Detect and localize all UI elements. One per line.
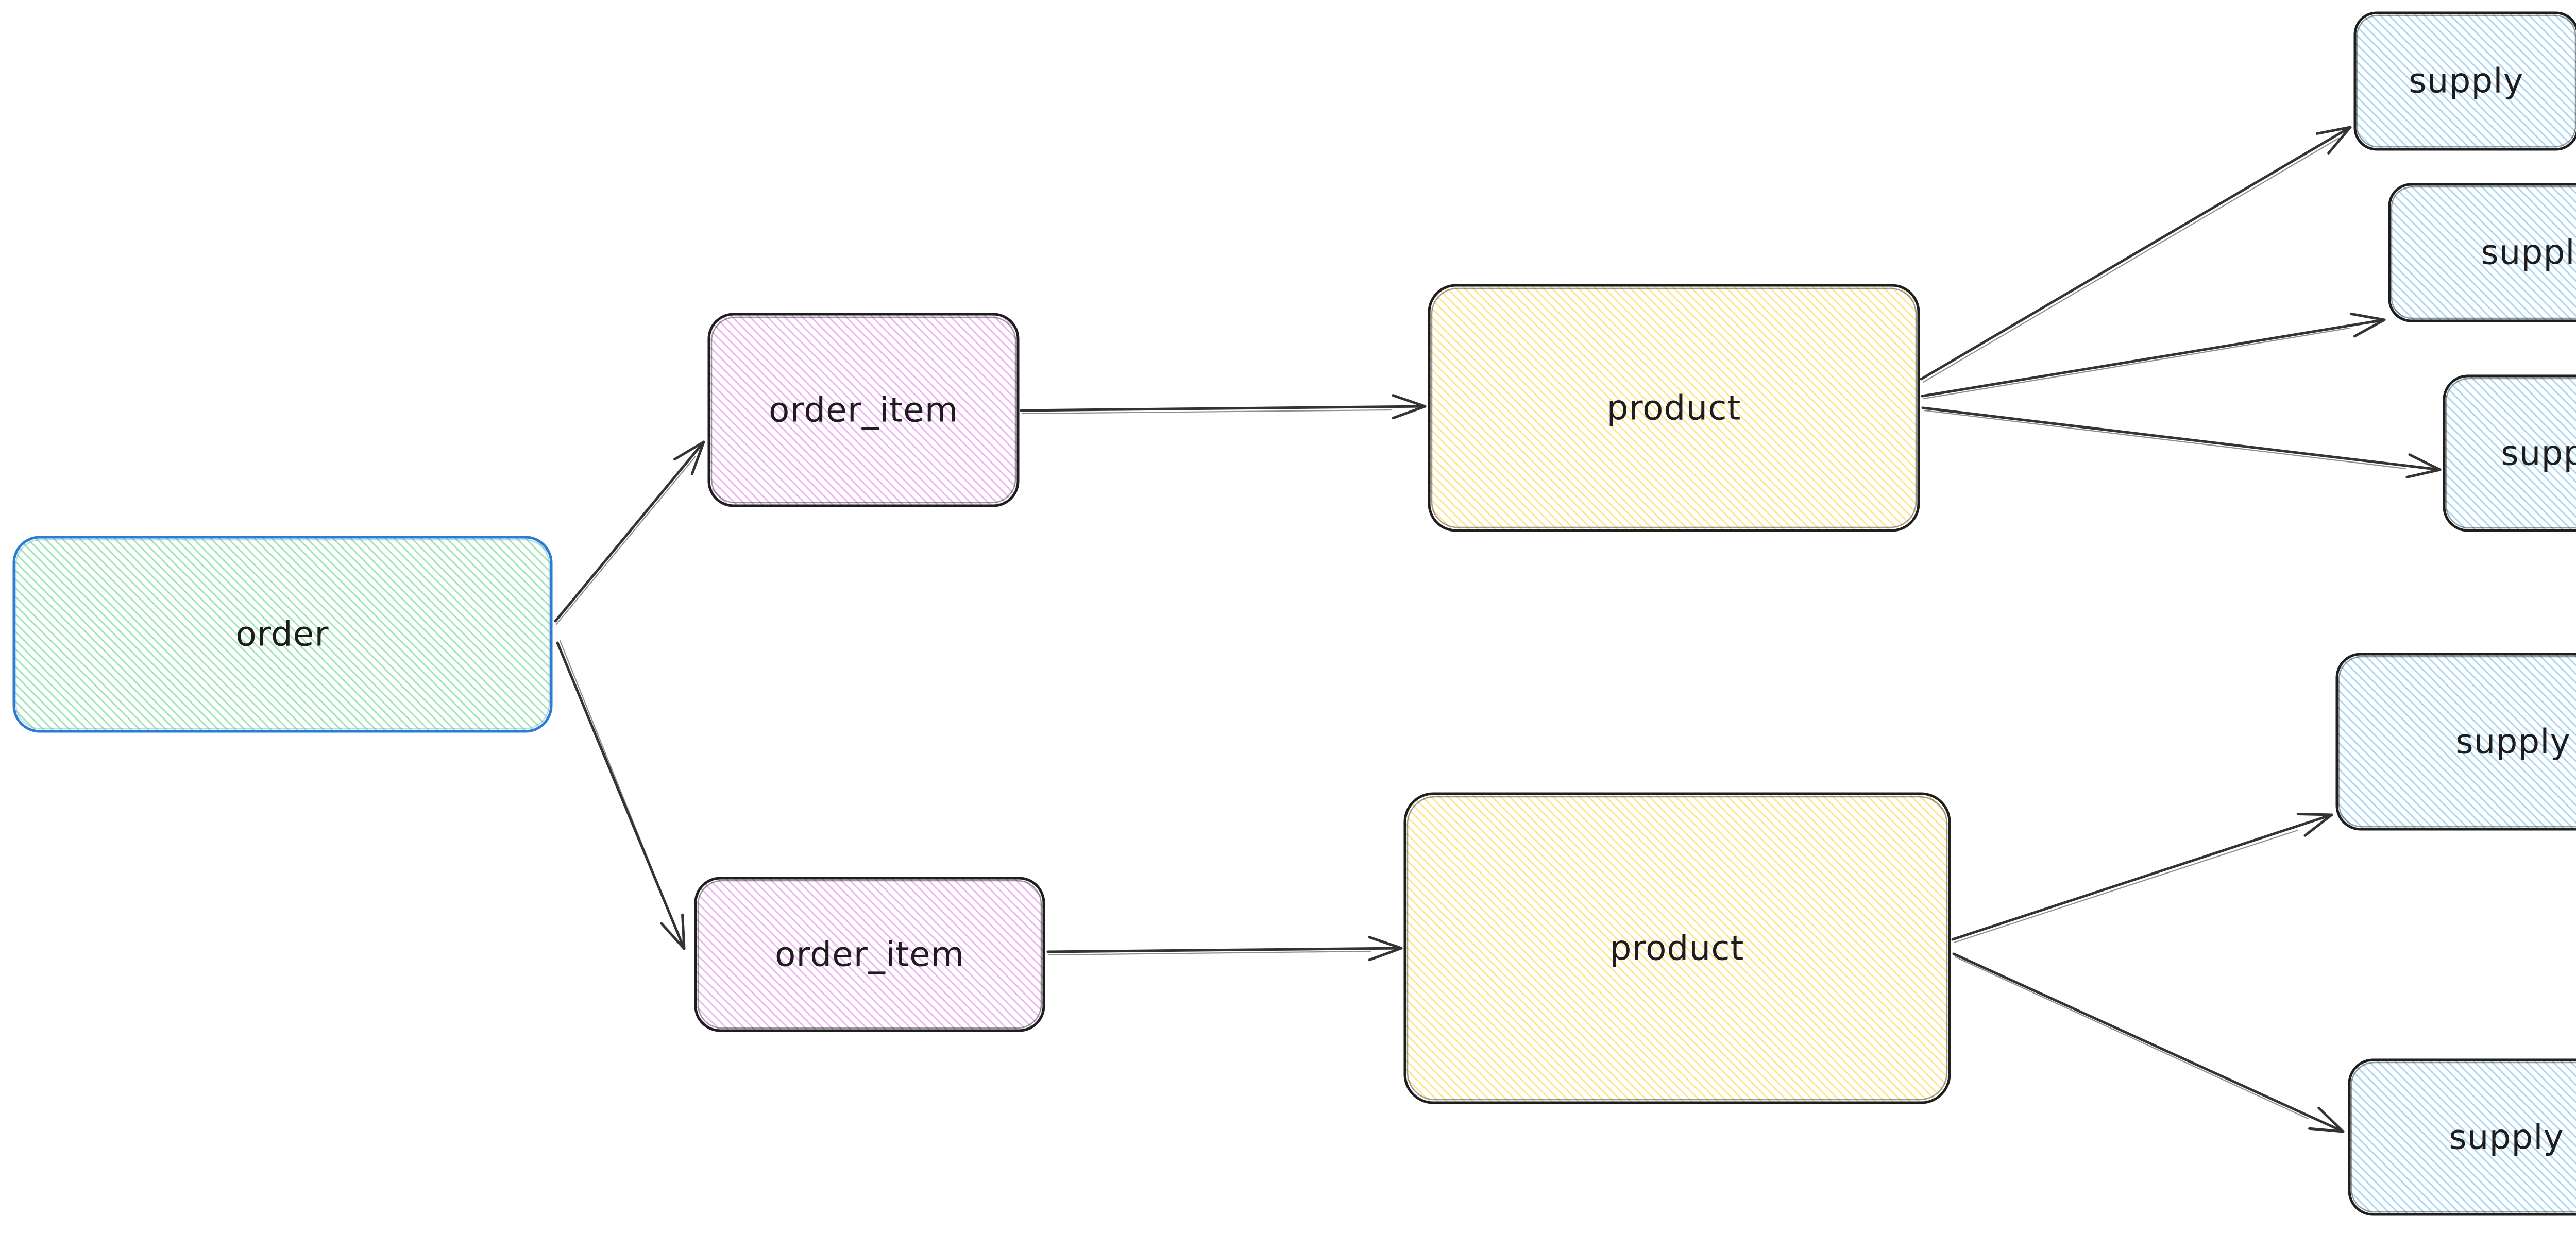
arrow-product-bottom-to-supply-5[interactable] [1952, 952, 2345, 1133]
arrow-product-top-to-supply-2[interactable] [1921, 312, 2386, 400]
arrow-product-top-to-supply-3[interactable] [1921, 406, 2442, 478]
node-supply-5-label: supply [2449, 1118, 2564, 1157]
node-order-item-bottom-label: order_item [775, 935, 964, 974]
edges-layer [554, 126, 2442, 1133]
node-product-top[interactable]: product [1428, 284, 1920, 532]
node-order-item-top-label: order_item [769, 390, 958, 430]
node-supply-1[interactable]: supply [2353, 11, 2576, 151]
node-supply-5[interactable]: supply [2348, 1058, 2576, 1216]
arrow-order-to-order-item-top[interactable] [554, 440, 705, 625]
node-order[interactable]: order [12, 536, 553, 733]
arrow-product-bottom-to-supply-4[interactable] [1951, 812, 2333, 944]
node-order-item-top[interactable]: order_item [707, 313, 1020, 507]
node-order-label: order [236, 614, 329, 654]
node-supply-2[interactable]: supply [2388, 183, 2576, 322]
node-supply-4-label: supply [2455, 722, 2570, 762]
node-supply-3[interactable]: supply [2443, 374, 2576, 532]
arrow-order-item-top-to-product-top[interactable] [1020, 394, 1427, 420]
nodes-layer: order order_item order_item product [12, 11, 2576, 1216]
node-supply-2-label: supply [2481, 233, 2576, 272]
node-supply-4[interactable]: supply [2335, 653, 2576, 831]
node-product-bottom[interactable]: product [1403, 792, 1951, 1104]
node-supply-1-label: supply [2409, 61, 2523, 101]
arrow-product-top-to-supply-1[interactable] [1920, 126, 2352, 383]
node-order-item-bottom[interactable]: order_item [694, 877, 1045, 1032]
node-product-top-label: product [1607, 388, 1741, 428]
node-supply-3-label: supply [2501, 434, 2576, 473]
arrow-order-item-bottom-to-product-bottom[interactable] [1046, 936, 1403, 962]
node-product-bottom-label: product [1610, 929, 1744, 968]
arrow-order-to-order-item-bottom[interactable] [556, 640, 686, 950]
